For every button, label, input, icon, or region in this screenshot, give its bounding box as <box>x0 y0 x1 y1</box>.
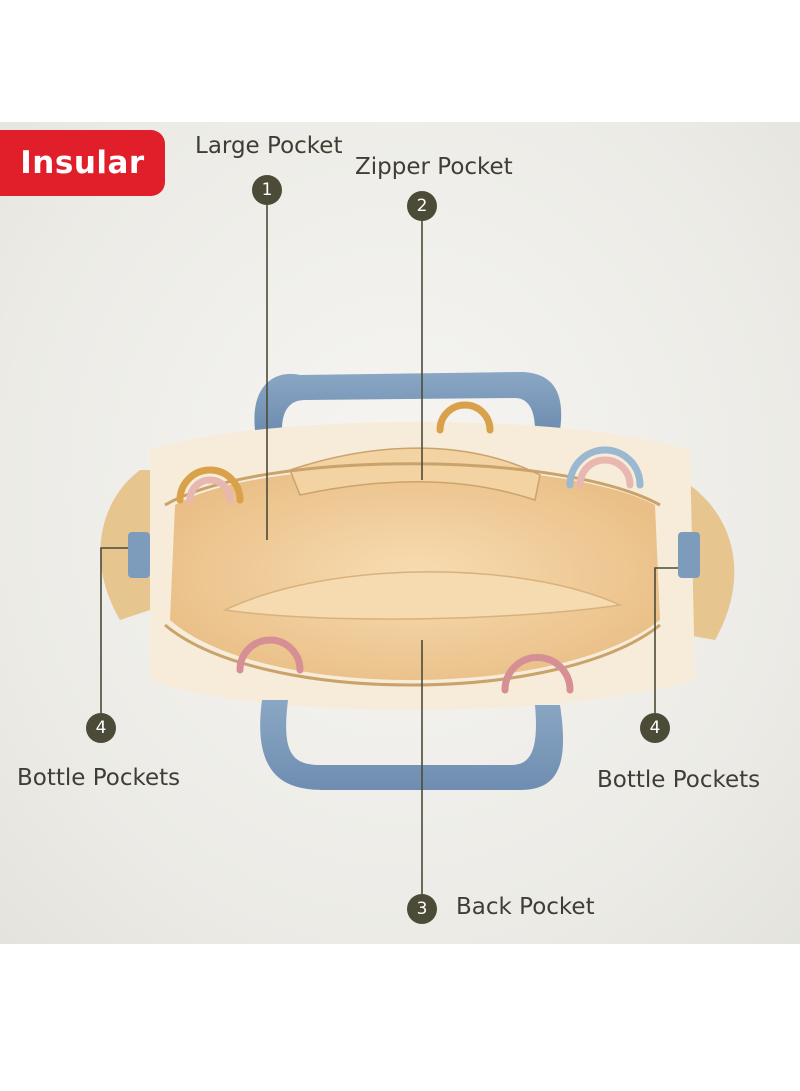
leader-line-4-right <box>654 567 678 713</box>
back-handle <box>254 372 562 430</box>
brand-logo-text: Insular <box>20 145 145 181</box>
marker-2: 2 <box>407 191 437 221</box>
right-strap-loop <box>678 532 700 578</box>
label-bottle-pockets-left: Bottle Pockets <box>17 765 181 791</box>
marker-3: 3 <box>407 894 437 924</box>
back-pocket-fold <box>222 571 623 620</box>
label-back-pocket: Back Pocket <box>456 894 595 920</box>
brand-logo: Insular <box>0 130 165 196</box>
marker-4-right: 4 <box>640 713 670 743</box>
zipper-pocket-edge <box>289 447 541 501</box>
front-handle <box>260 700 564 790</box>
left-gusset <box>100 470 150 620</box>
label-large-pocket: Large Pocket <box>195 133 343 159</box>
left-strap-loop <box>128 532 150 578</box>
leader-line-4-left <box>100 547 128 713</box>
marker-4-left: 4 <box>86 713 116 743</box>
label-bottle-pockets-right: Bottle Pockets <box>597 767 761 793</box>
label-zipper-pocket: Zipper Pocket <box>355 154 513 180</box>
marker-1: 1 <box>252 175 282 205</box>
